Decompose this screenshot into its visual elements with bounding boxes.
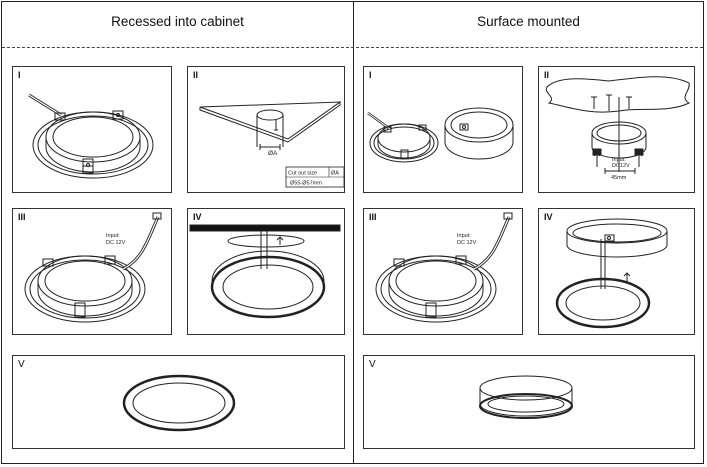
wired-light-illustration: Input: DC 12V [24, 212, 162, 323]
step-label: V [18, 359, 25, 370]
step-label: IV [544, 212, 553, 222]
step-label: IV [193, 212, 202, 222]
cutout-size-column: ØA [331, 171, 339, 177]
panel-recessed-step-5: V [12, 355, 345, 449]
header-surface: Surface mounted [477, 14, 580, 29]
step-label: V [369, 359, 376, 370]
step-label: II [544, 70, 550, 80]
panel-recessed-step-2: II ØA Cut out size ØA Ø55-Ø57mm [187, 66, 345, 193]
step-label: I [18, 70, 21, 80]
panel-recessed-step-3: III Input: DC 12V [12, 208, 172, 335]
panel-recessed-step-1: I [12, 66, 172, 193]
finished-surface-light-illustration [479, 375, 573, 419]
panel-recessed-step-4: IV [187, 208, 345, 335]
screw-ring-to-ceiling-illustration: Input: DC12V 45mm [545, 76, 691, 181]
cutout-size-value: Ø55-Ø57mm [290, 181, 322, 187]
panel-surface-step-3: III Input: DC 12V [363, 208, 523, 335]
step-label: III [369, 212, 377, 222]
cutout-size-header: Cut out size [288, 171, 317, 177]
input-label: Input: [457, 233, 471, 239]
attach-light-to-ring-illustration [555, 218, 668, 329]
cutout-hole-illustration: ØA Cut out size ØA Ø55-Ø57mm [199, 101, 345, 188]
diameter-label: ØA [268, 150, 278, 157]
insert-light-illustration [189, 224, 341, 319]
finished-flush-ring-illustration [122, 374, 236, 432]
header-dashed-separator [2, 47, 703, 48]
panel-surface-step-2: II Input: DC12V 45mm [538, 66, 695, 193]
header-recessed: Recessed into cabinet [111, 14, 244, 29]
step-label: II [193, 70, 199, 80]
panel-surface-step-5: V [363, 355, 695, 449]
input-label: Input: [106, 233, 120, 239]
step-label: III [18, 212, 26, 222]
column-divider [353, 1, 354, 464]
panel-surface-step-4: IV [538, 208, 695, 335]
light-with-clips-illustration [28, 93, 154, 179]
step-label: I [369, 70, 372, 80]
cutout-size-table: Cut out size ØA Ø55-Ø57mm [285, 166, 345, 188]
light-and-surface-ring-illustration [367, 107, 514, 163]
input-label: Input: [612, 157, 626, 163]
input-voltage: DC 12V [457, 240, 477, 246]
input-voltage: DC 12V [106, 240, 126, 246]
panel-surface-step-1: I [363, 66, 523, 193]
dimension-label: 45mm [611, 175, 627, 181]
input-voltage: DC12V [612, 163, 630, 169]
wired-light-illustration: Input: DC 12V [375, 212, 513, 323]
